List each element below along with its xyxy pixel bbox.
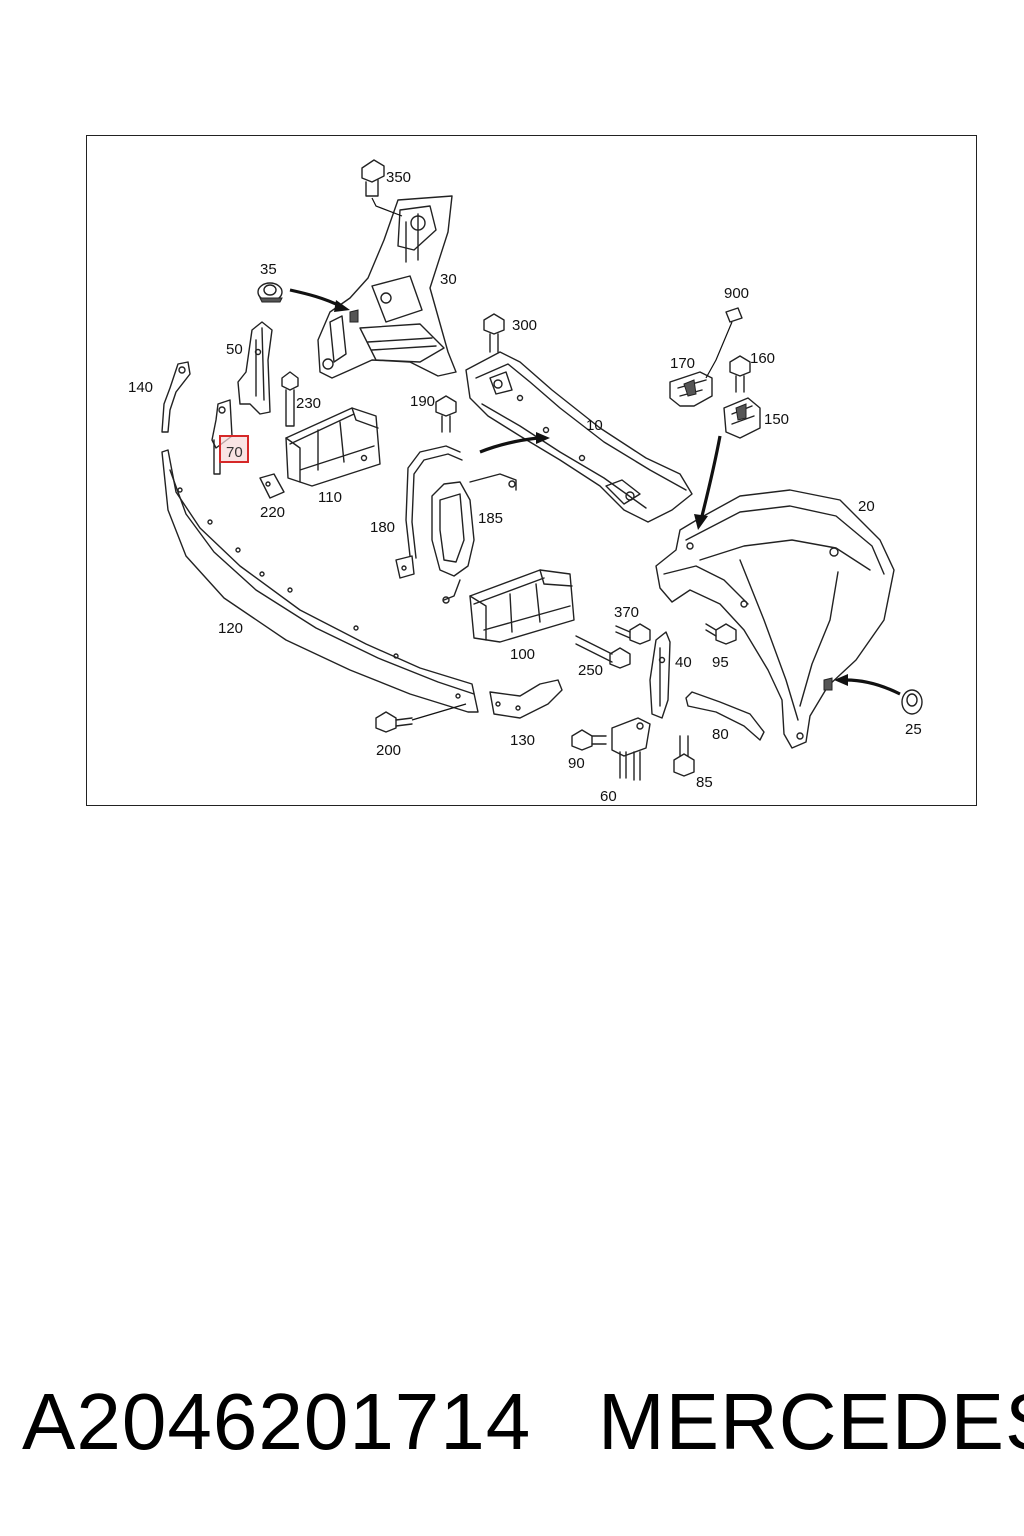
callout-85: 85 [696,774,713,791]
caption-bar: A2046201714 MERCEDES [0,1372,1024,1472]
bolt-350 [361,159,403,217]
bolt-90 [571,729,607,751]
part-50-bracket [237,321,273,415]
bolt-370 [615,623,651,645]
callout-110: 110 [318,489,342,506]
callout-900: 900 [724,285,749,302]
bolt-230 [281,371,299,427]
part-150-clip [723,397,761,439]
callout-160: 160 [750,350,775,367]
part-170-clip [669,371,713,407]
callout-250: 250 [578,662,603,679]
callout-140: 140 [128,379,153,396]
callout-230: 230 [296,395,321,412]
callout-220: 220 [260,504,285,521]
part-80-bracket [685,691,765,741]
bolt-160 [729,355,751,393]
callout-120: 120 [218,620,243,637]
part-10-crossmember [465,351,693,523]
callout-90: 90 [568,755,585,772]
callout-350: 350 [386,169,411,186]
part-220-plate [259,473,285,499]
callout-180: 180 [370,519,395,536]
callout-370: 370 [614,604,639,621]
part-120-bumper-beam [161,449,479,713]
callout-130: 130 [510,732,535,749]
callout-95: 95 [712,654,729,671]
part-60-bracket [611,717,651,781]
part-20-frontmodule [655,489,895,749]
bolt-300 [483,313,505,353]
callout-80: 80 [712,726,729,743]
callout-150: 150 [764,411,789,428]
part-30-bracket [317,195,457,379]
part-130-bracket [489,679,563,719]
arrow-to-20 [694,435,722,530]
callout-35: 35 [260,261,277,278]
part-100-crashbox [469,569,575,643]
callout-185: 185 [478,510,503,527]
bolt-200 [375,703,467,733]
callout-25: 25 [905,721,922,738]
part-40-bracket [649,631,671,719]
diagram-frame [86,135,977,806]
part-number: A2046201714 [22,1377,532,1466]
bolt-85 [673,735,695,777]
callout-190: 190 [410,393,435,410]
callout-60: 60 [600,788,617,805]
callout-70: 70 [226,444,243,461]
callout-300: 300 [512,317,537,334]
callout-100: 100 [510,646,535,663]
part-900-tag [705,307,743,379]
part-110-crashbox [285,407,381,487]
highlight-box-70: 70 [219,435,249,463]
part-180-wire [395,445,463,579]
callout-30: 30 [440,271,457,288]
brand-name: MERCEDES [598,1377,1024,1466]
callout-170: 170 [670,355,695,372]
arrow-to-10 [479,432,550,454]
bolt-190 [435,395,457,433]
part-185-bracket [431,473,517,604]
callout-40: 40 [675,654,692,671]
bolt-95 [705,623,737,645]
callout-50: 50 [226,341,243,358]
callout-10: 10 [586,417,603,434]
clip-25 [834,674,923,715]
callout-20: 20 [858,498,875,515]
callout-200: 200 [376,742,401,759]
bolt-250 [575,635,631,669]
clip-35 [257,282,350,312]
part-140-bracket [161,361,191,433]
